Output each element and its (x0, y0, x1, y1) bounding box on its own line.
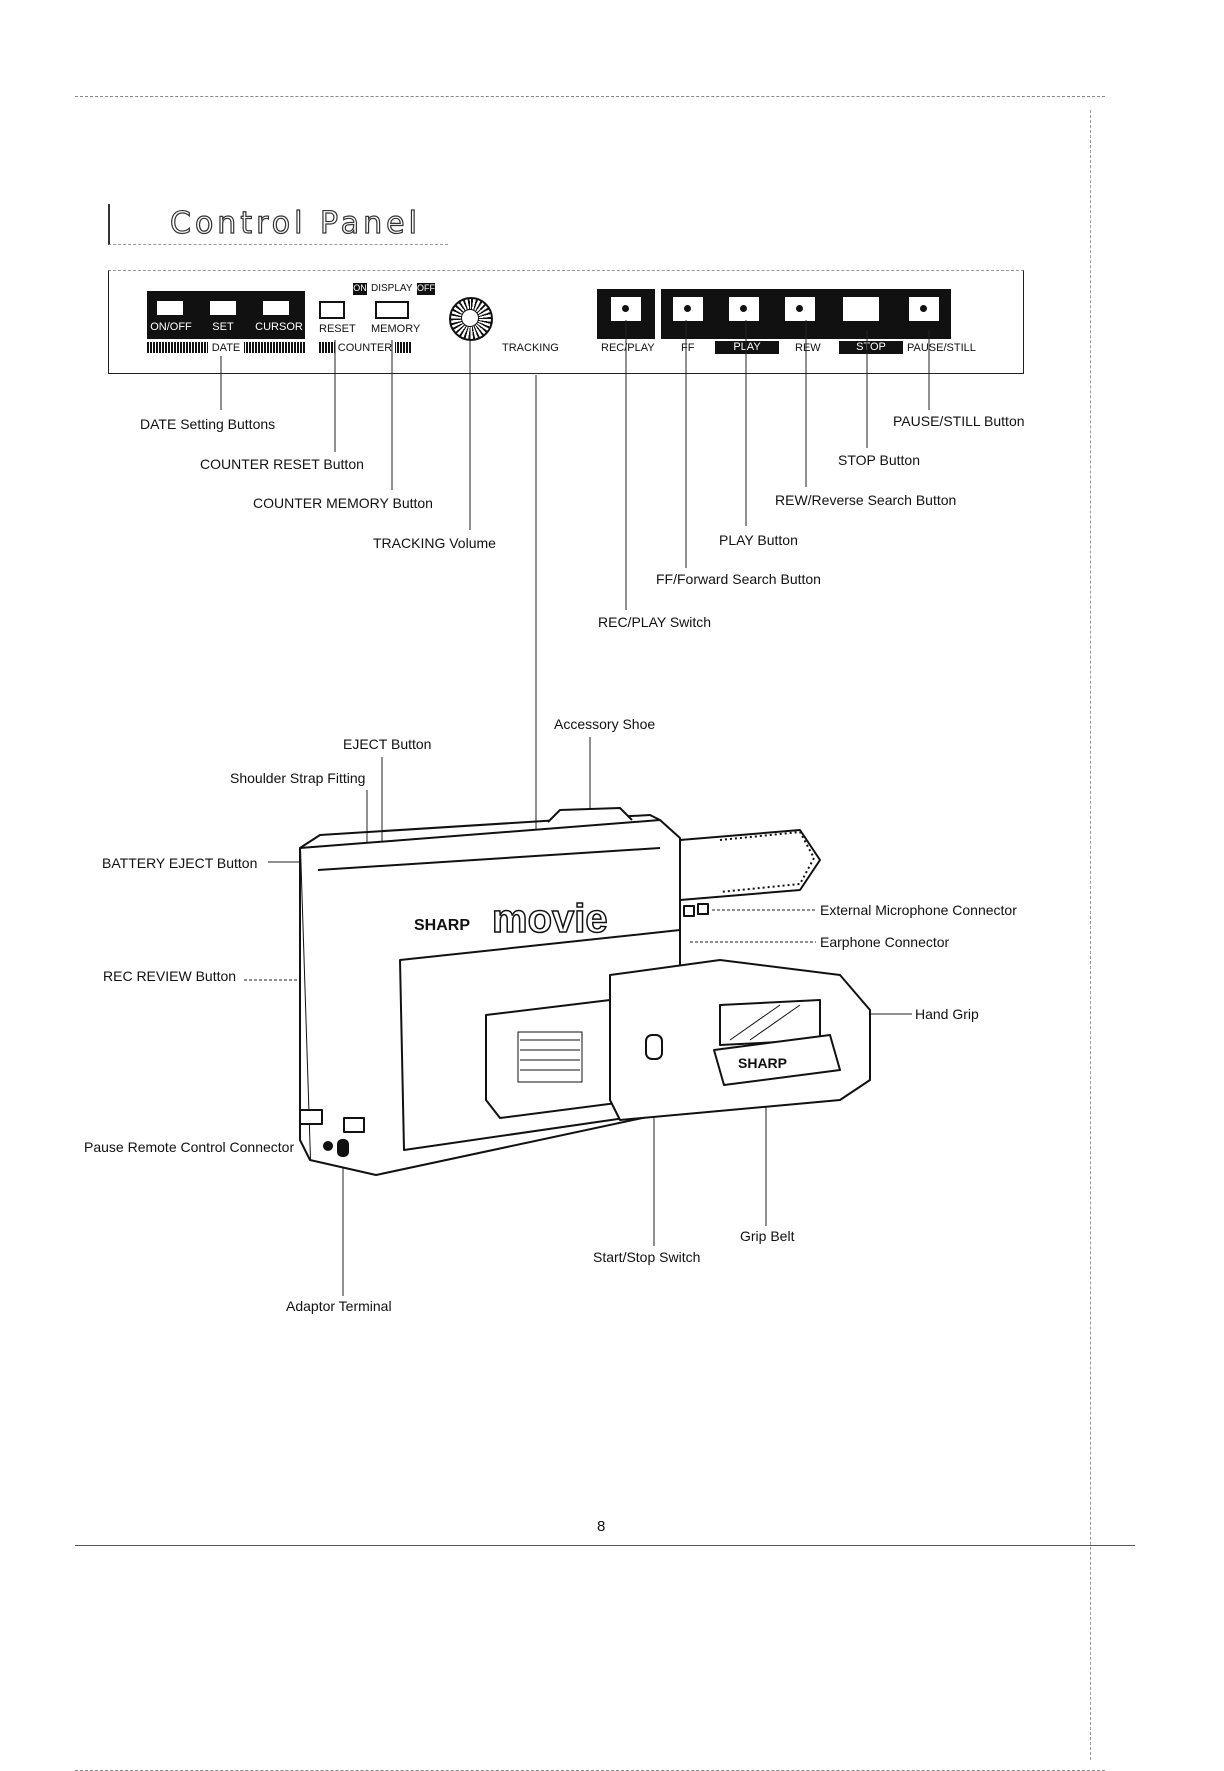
reset-label: RESET (319, 323, 356, 335)
callout-ff: FF/Forward Search Button (656, 571, 821, 587)
callout-rew: REW/Reverse Search Button (775, 492, 957, 508)
rec-play-label: REC/PLAY (601, 342, 655, 354)
on-off-button[interactable] (155, 299, 185, 317)
pause-still-button[interactable] (907, 295, 941, 323)
tracking-dial[interactable] (449, 297, 493, 341)
stop-label: STOP (839, 341, 903, 354)
callout-start-stop: Start/Stop Switch (593, 1249, 701, 1265)
ff-label: FF (681, 342, 695, 354)
section-title: Control Panel (169, 205, 421, 241)
callout-stop: STOP Button (838, 452, 920, 468)
callout-accessory-shoe: Accessory Shoe (554, 716, 656, 732)
callout-rec-review: REC REVIEW Button (103, 968, 237, 984)
memory-label: MEMORY (371, 323, 421, 335)
display-off-label: OFF (417, 283, 435, 295)
callout-tracking-volume: TRACKING Volume (373, 535, 496, 551)
right-rule (1090, 110, 1091, 1760)
ff-button[interactable] (671, 295, 705, 323)
counter-memory-button[interactable] (375, 301, 409, 319)
play-label: PLAY (715, 341, 779, 354)
on-off-label: ON/OFF (150, 321, 192, 333)
top-rule (75, 96, 1105, 97)
cursor-button[interactable] (261, 299, 291, 317)
callout-ext-mic: External Microphone Connector (820, 902, 1017, 918)
camera-brand-mark: SHARP (414, 917, 470, 934)
counter-bar: COUNTER (319, 342, 411, 354)
tracking-dial-center (461, 309, 479, 327)
date-bar: DATE (147, 342, 305, 354)
control-panel: ON/OFF SET CURSOR DATE RESET MEMORY ON D… (108, 270, 1024, 374)
callout-counter-memory: COUNTER MEMORY Button (253, 495, 433, 511)
counter-label: COUNTER (334, 342, 396, 354)
set-button[interactable] (208, 299, 238, 317)
set-label: SET (212, 321, 234, 333)
callout-earphone: Earphone Connector (820, 934, 950, 950)
callout-rec-play-switch: REC/PLAY Switch (598, 614, 712, 630)
callout-counter-reset: COUNTER RESET Button (200, 456, 364, 472)
callout-play: PLAY Button (719, 532, 798, 548)
date-label: DATE (207, 342, 245, 354)
tracking-label: TRACKING (502, 342, 559, 354)
page-number: 8 (597, 1518, 606, 1535)
cursor-label: CURSOR (255, 321, 303, 333)
counter-reset-button[interactable] (319, 301, 345, 319)
callout-pause-still: PAUSE/STILL Button (893, 413, 1025, 429)
date-button-group: ON/OFF SET CURSOR (147, 291, 305, 339)
pause-still-dot (920, 305, 927, 312)
play-dot (740, 305, 747, 312)
callout-battery-eject: BATTERY EJECT Button (102, 855, 258, 871)
transport-block (661, 289, 951, 339)
rew-label: REW (795, 342, 821, 354)
camera-model-mark: movie (492, 897, 608, 941)
callout-adaptor: Adaptor Terminal (286, 1298, 392, 1314)
rew-button[interactable] (783, 295, 817, 323)
callout-shoulder-strap: Shoulder Strap Fitting (230, 770, 366, 786)
rew-dot (796, 305, 803, 312)
footer-rule (75, 1545, 1135, 1546)
callout-hand-grip: Hand Grip (915, 1006, 979, 1022)
callout-date-setting: DATE Setting Buttons (140, 416, 276, 432)
ff-dot (684, 305, 691, 312)
callout-eject: EJECT Button (343, 736, 432, 752)
display-on-label: ON (353, 283, 367, 295)
section-title-box: Control Panel (108, 204, 448, 245)
callout-pause-remote: Pause Remote Control Connector (84, 1139, 295, 1155)
stop-button[interactable] (841, 295, 881, 323)
pause-still-label: PAUSE/STILL (907, 342, 976, 354)
rec-play-dot (622, 305, 629, 312)
display-label: DISPLAY (371, 283, 413, 294)
grip-brand-mark: SHARP (738, 1055, 787, 1071)
callout-grip-belt: Grip Belt (740, 1228, 795, 1244)
play-button[interactable] (727, 295, 761, 323)
camcorder-illustration: SHARP movie SHARP (299, 807, 871, 1176)
